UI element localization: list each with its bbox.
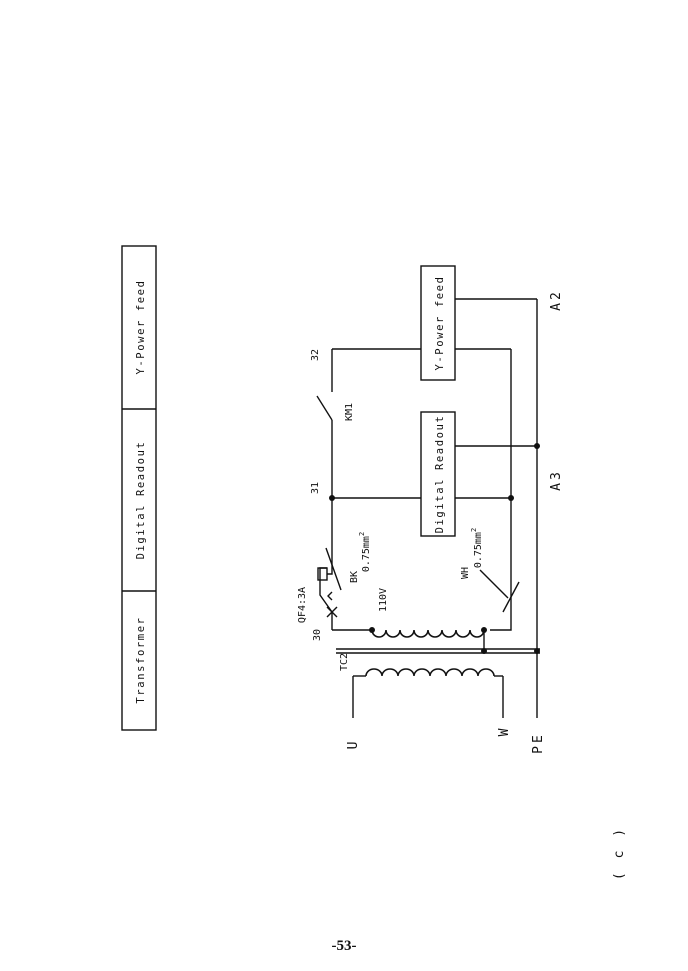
primary-winding [365, 668, 495, 677]
secondary-winding [371, 629, 485, 638]
wire-bk [327, 498, 333, 575]
digital-readout-frame [420, 411, 456, 537]
digital-readout-label: Digital Readout [434, 415, 446, 534]
page-number: -53- [331, 938, 357, 954]
node-30-label: 30 [312, 629, 323, 641]
terminal-a3-label: A3 [549, 469, 564, 491]
switch-contact [502, 581, 520, 613]
control-wiring [316, 298, 540, 718]
power-feed-box: Y-Power feed [420, 265, 456, 381]
legend-table: Transformer Digital Readout Y-Power feed [121, 245, 157, 731]
legend-cell-power-feed: Y-Power feed [135, 279, 147, 374]
digital-readout-box: Digital Readout [420, 411, 456, 537]
secondary-voltage-label: 110V [378, 588, 389, 612]
breaker-thermal [319, 567, 327, 588]
node-32-label: 32 [310, 349, 321, 361]
terminal-a2-label: A2 [549, 289, 564, 311]
primary-wiring [352, 668, 504, 718]
wh-color-label: WH [460, 567, 471, 579]
bk-size-label: 0.75mm2 [358, 532, 372, 572]
legend-cell-digital-readout: Digital Readout [135, 441, 147, 560]
wire-label-leader [325, 547, 342, 591]
breaker-contact [327, 591, 333, 601]
legend-cell-transformer: Transformer [135, 616, 147, 703]
wh-size-label: 0.75mm2 [470, 528, 484, 568]
terminal-u-label: U [346, 739, 361, 750]
km1-contact [316, 395, 333, 421]
wire-wh [490, 598, 512, 631]
breaker-contact [319, 588, 333, 613]
terminal-w-label: W [497, 726, 512, 737]
breaker-branch [317, 498, 372, 631]
terminal-pe-label: PE [531, 732, 546, 754]
bk-color-label: BK [349, 571, 360, 583]
junction-dot [481, 648, 487, 654]
node-31-label: 31 [310, 482, 321, 494]
transformer-tc2 [336, 627, 540, 654]
power-feed-frame [420, 265, 456, 381]
power-feed-label: Y-Power feed [434, 275, 446, 370]
legend-frame [121, 245, 157, 731]
figure-label: ( c ) [612, 826, 627, 880]
wire-label-leader [479, 569, 509, 599]
km1-label: KM1 [344, 403, 355, 421]
transformer-label: TC2 [339, 653, 350, 671]
breaker-label: QF4:3A [297, 587, 308, 623]
